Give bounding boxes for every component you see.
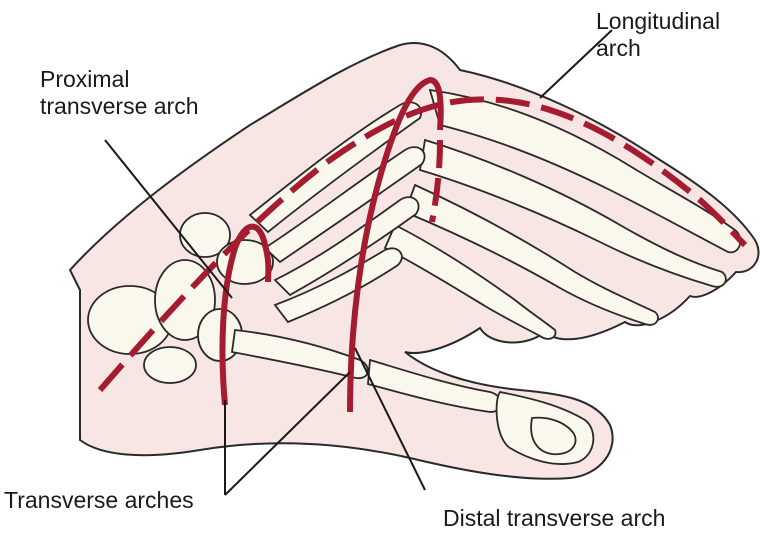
distal-transverse-arch-dash — [429, 139, 443, 223]
leader-proximal — [104, 139, 233, 299]
leader-longitudinal — [539, 29, 613, 99]
leader-lines — [104, 29, 613, 496]
metacarpal-bones — [248, 101, 426, 324]
finger-bones — [383, 88, 742, 340]
transverse-arches-label: Transverse arches — [4, 487, 194, 513]
longitudinal-arch-label: Longitudinal arch — [596, 8, 721, 61]
proximal-transverse-arch-label: Proximal transverse arch — [40, 66, 199, 119]
carpal-bones — [87, 212, 274, 384]
distal-transverse-arch-label: Distal transverse arch — [443, 505, 666, 531]
leader-distal — [354, 347, 426, 491]
arches — [97, 76, 748, 413]
leader-transverse-right — [224, 371, 351, 496]
proximal-transverse-arch-line — [219, 223, 272, 406]
distal-transverse-arch-line — [347, 76, 444, 413]
longitudinal-arch-line — [97, 96, 748, 392]
